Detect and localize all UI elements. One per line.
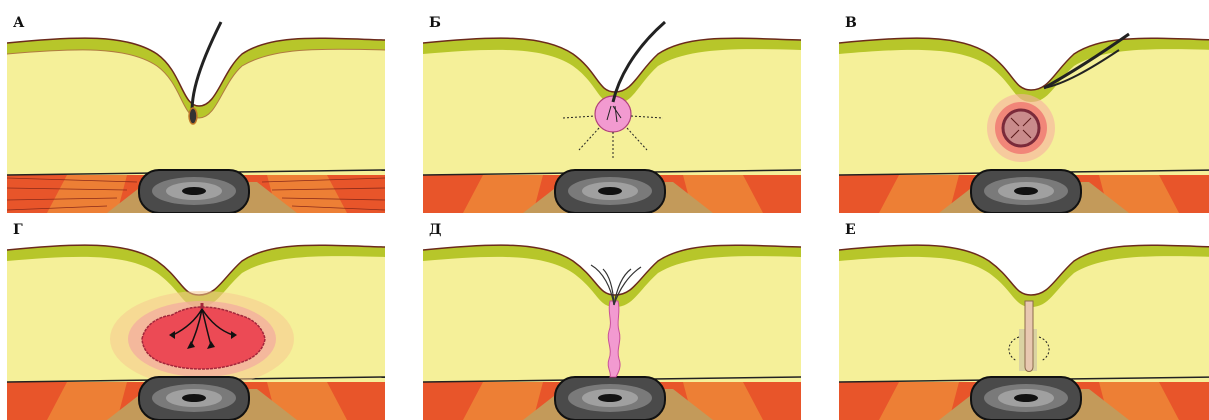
panel-b: Б [423, 10, 801, 213]
panel-c-illustration [839, 10, 1209, 213]
abscess-large [110, 291, 294, 387]
bone [555, 170, 665, 213]
bone [971, 377, 1081, 420]
panel-c: В [839, 10, 1209, 213]
panel-a: А [7, 10, 385, 213]
panel-label: Д [429, 222, 441, 238]
bone [139, 377, 249, 420]
bone [139, 170, 249, 213]
panel-d-illustration [7, 217, 385, 420]
panel-label: Г [13, 222, 23, 238]
panel-d: Г [7, 217, 385, 420]
panel-label: Б [429, 15, 441, 31]
panel-label: А [13, 15, 24, 31]
panel-label: Е [845, 222, 856, 238]
abscess [987, 94, 1055, 162]
panel-e: Д [423, 217, 801, 420]
panel-f-illustration [839, 217, 1209, 420]
panel-b-illustration [423, 10, 801, 213]
bone [971, 170, 1081, 213]
sinus-tract [608, 301, 620, 377]
panel-label: В [845, 15, 857, 31]
panel-e-illustration [423, 217, 801, 420]
panel-f: Е [839, 217, 1209, 420]
bone [555, 377, 665, 420]
panel-a-illustration [7, 10, 385, 213]
